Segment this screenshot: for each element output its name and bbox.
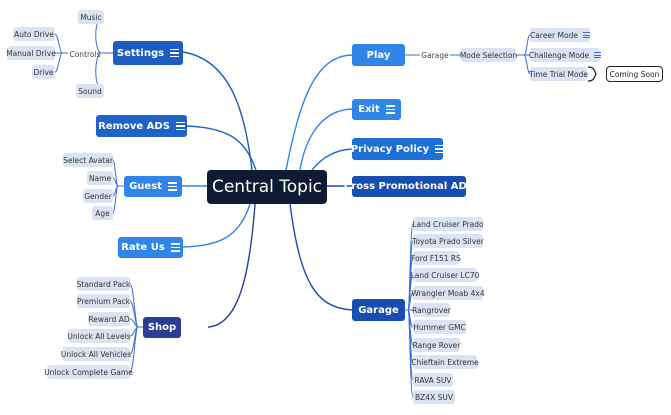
subtopic-garage-1[interactable]: Toyota Prado Silver bbox=[412, 234, 484, 248]
subtopic-garage-3[interactable]: Land Cruiser LC70 bbox=[411, 268, 479, 282]
wire-rate-us bbox=[182, 203, 251, 248]
topic-rate-us[interactable]: Rate Us bbox=[118, 237, 183, 258]
topic-garage-label: Garage bbox=[358, 304, 399, 316]
subtopic-career-mode[interactable]: Career Mode bbox=[530, 28, 590, 42]
subtopic-career-mode-label: Career Mode bbox=[530, 30, 578, 40]
wire-remove-ads bbox=[186, 125, 257, 171]
subtopic-garage-8[interactable]: Chieftain Extreme bbox=[411, 355, 479, 369]
wire-settings bbox=[182, 51, 253, 171]
subtopic-sound[interactable]: Sound bbox=[76, 84, 104, 98]
subtopic-garage-4[interactable]: Wrangler Moab 4x4 bbox=[411, 286, 485, 300]
topic-garage[interactable]: Garage bbox=[352, 299, 405, 321]
callout-brace bbox=[587, 66, 597, 82]
notes-icon bbox=[175, 121, 185, 131]
subtopic-time-trial-mode[interactable]: Time Trial Mode bbox=[529, 67, 588, 81]
subtopic-guest-3[interactable]: Age bbox=[92, 206, 113, 220]
subtopic-guest-2[interactable]: Gender bbox=[83, 189, 113, 203]
topic-guest[interactable]: Guest bbox=[124, 176, 182, 197]
topic-exit[interactable]: Exit bbox=[352, 99, 401, 120]
subtopic-challenge-mode[interactable]: Challenge Mode bbox=[528, 48, 602, 62]
subtopic-controls[interactable]: Controls bbox=[69, 49, 101, 59]
notes-icon bbox=[167, 182, 177, 191]
subtopic-manual-drive[interactable]: Manual Drive bbox=[6, 46, 56, 60]
topic-cross-promo-label: Cross Promotional ADS bbox=[343, 181, 475, 192]
subtopic-mode-selection[interactable]: Mode Selection bbox=[460, 48, 517, 62]
topic-shop[interactable]: Shop bbox=[143, 317, 181, 338]
notes-icon bbox=[170, 243, 180, 252]
topic-remove-ads[interactable]: Remove ADS bbox=[96, 115, 187, 137]
subtopic-guest-0[interactable]: Select Avatar bbox=[63, 153, 113, 167]
subtopic-garage-7[interactable]: Range Rover bbox=[413, 338, 460, 352]
topic-play[interactable]: Play bbox=[352, 44, 405, 66]
topic-guest-label: Guest bbox=[129, 181, 162, 192]
wire-play bbox=[285, 54, 353, 171]
notes-icon bbox=[170, 48, 180, 58]
wire-garage bbox=[289, 203, 353, 311]
subtopic-drive[interactable]: Drive bbox=[32, 65, 55, 79]
subtopic-garage-0[interactable]: Land Cruiser Prado bbox=[412, 217, 484, 231]
topic-rate-us-label: Rate Us bbox=[121, 242, 165, 253]
topic-settings-label: Settings bbox=[116, 47, 165, 59]
notes-icon bbox=[435, 144, 445, 154]
subtopic-garage-5[interactable]: Rangrover bbox=[412, 303, 451, 317]
subtopic-garage-9[interactable]: RAVA SUV bbox=[413, 373, 453, 387]
notes-icon bbox=[594, 52, 602, 58]
callout-coming-soon[interactable]: Coming Soon bbox=[606, 66, 663, 82]
subtopic-auto-drive[interactable]: Auto Drive bbox=[13, 27, 55, 41]
subtopic-music[interactable]: Music bbox=[78, 10, 104, 24]
wire-privacy bbox=[311, 148, 353, 171]
subtopic-garage-10[interactable]: BZ4X SUV bbox=[413, 390, 455, 404]
notes-icon bbox=[385, 105, 395, 114]
topic-shop-label: Shop bbox=[147, 322, 177, 333]
subtopic-shop-2[interactable]: Reward AD bbox=[88, 312, 130, 326]
subtopic-challenge-mode-label: Challenge Mode bbox=[528, 50, 590, 60]
subtopic-shop-0[interactable]: Standard Pack bbox=[77, 277, 130, 291]
subtopic-shop-4[interactable]: Unlock All Vehicles bbox=[61, 347, 131, 361]
subtopic-guest-1[interactable]: Name bbox=[87, 171, 113, 185]
subtopic-shop-3[interactable]: Unlock All Levels bbox=[67, 329, 131, 343]
topic-privacy-policy[interactable]: Privacy Policy bbox=[350, 138, 445, 160]
topic-privacy-label: Privacy Policy bbox=[350, 143, 430, 155]
subtopic-garage-2[interactable]: Ford F151 RS bbox=[411, 251, 461, 265]
subtopic-play-garage[interactable]: Garage bbox=[421, 50, 449, 60]
central-topic[interactable]: Central Topic bbox=[207, 170, 327, 204]
topic-exit-label: Exit bbox=[358, 104, 380, 115]
subtopic-shop-5[interactable]: Unlock Complete Game bbox=[44, 365, 133, 379]
topic-remove-ads-label: Remove ADS bbox=[98, 120, 170, 132]
topic-settings[interactable]: Settings bbox=[113, 41, 183, 65]
subtopic-shop-1[interactable]: Premium Pack bbox=[77, 294, 130, 308]
notes-icon bbox=[582, 32, 590, 38]
wire-exit bbox=[299, 108, 353, 171]
subtopic-garage-6[interactable]: Hummer GMC bbox=[413, 320, 466, 334]
topic-cross-promotional-ads[interactable]: Cross Promotional ADS bbox=[344, 176, 474, 197]
wire-shop bbox=[207, 203, 256, 328]
topic-play-label: Play bbox=[366, 49, 391, 61]
